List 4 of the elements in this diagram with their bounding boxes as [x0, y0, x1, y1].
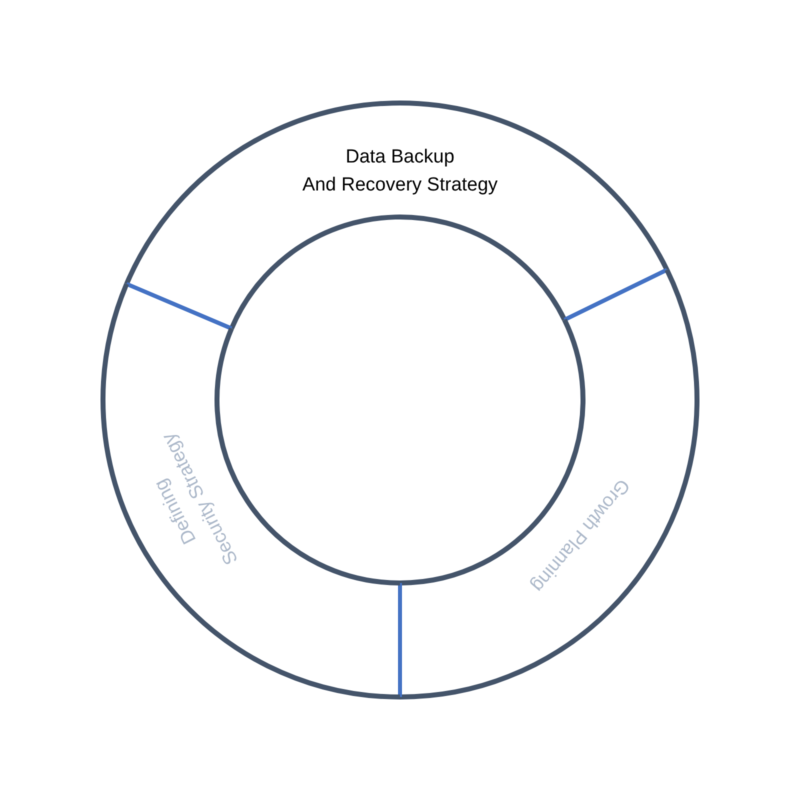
segment-label: Data Backup And Recovery Strategy	[302, 145, 498, 197]
ring-segment	[123, 100, 670, 332]
ring-segment	[397, 266, 700, 700]
ring-segment	[100, 280, 403, 700]
